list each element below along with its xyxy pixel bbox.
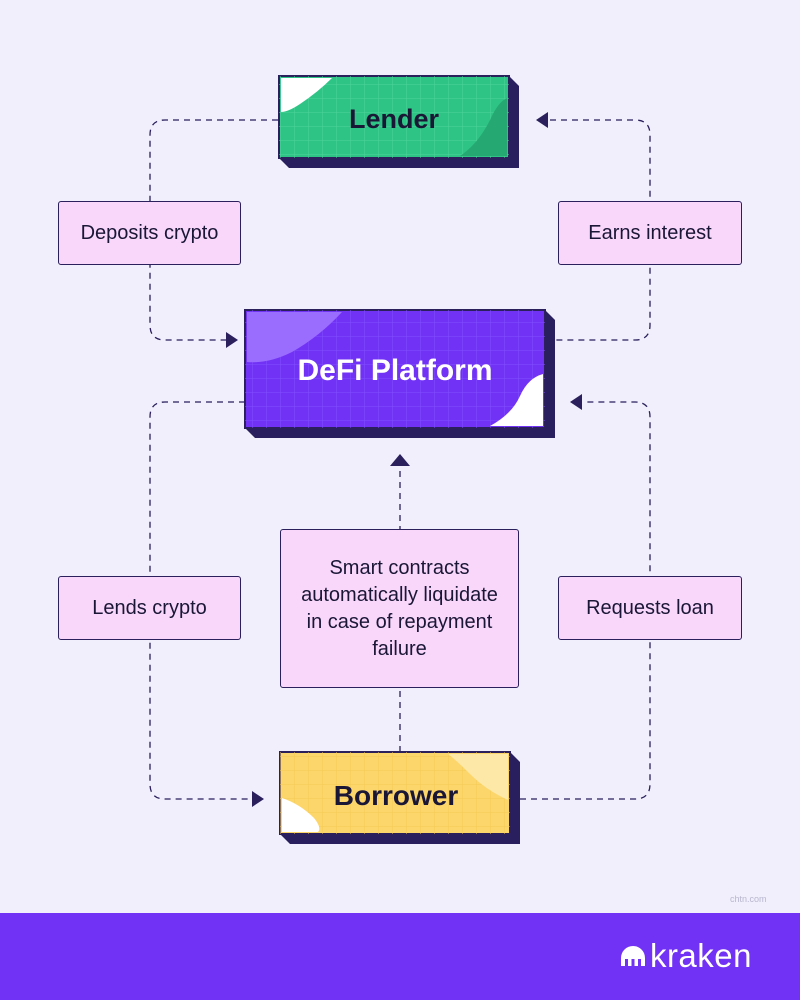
arrow-to-borrower <box>252 791 264 807</box>
platform-title: DeFi Platform <box>297 354 492 387</box>
node-borrower: Borrower <box>279 751 520 844</box>
arrow-to-platform-left <box>226 332 238 348</box>
arrowheads <box>226 112 582 807</box>
label-lends-crypto: Lends crypto <box>58 576 241 640</box>
label-earns-interest: Earns interest <box>558 201 742 265</box>
brand-wordmark: kraken <box>649 937 752 974</box>
watermark: chtn.com <box>730 894 767 904</box>
footer-bar: kraken <box>0 913 800 1000</box>
label-smart-contracts: Smart contracts automatically liquidate … <box>280 529 519 688</box>
kraken-mark-icon <box>620 946 645 966</box>
node-lender: Lender <box>278 75 519 168</box>
flow-diagram: Lender DeFi Platform Borrower <box>149 75 651 844</box>
connector-earns <box>545 119 651 341</box>
kraken-logo: kraken <box>620 937 752 974</box>
lender-title: Lender <box>349 104 440 134</box>
arrow-to-platform-right <box>570 394 582 410</box>
arrow-to-lender <box>536 112 548 128</box>
arrow-to-platform-bottom <box>390 454 410 466</box>
node-platform: DeFi Platform <box>244 309 555 438</box>
label-deposits-crypto: Deposits crypto <box>58 201 241 265</box>
borrower-title: Borrower <box>334 780 459 811</box>
label-requests-loan: Requests loan <box>558 576 742 640</box>
